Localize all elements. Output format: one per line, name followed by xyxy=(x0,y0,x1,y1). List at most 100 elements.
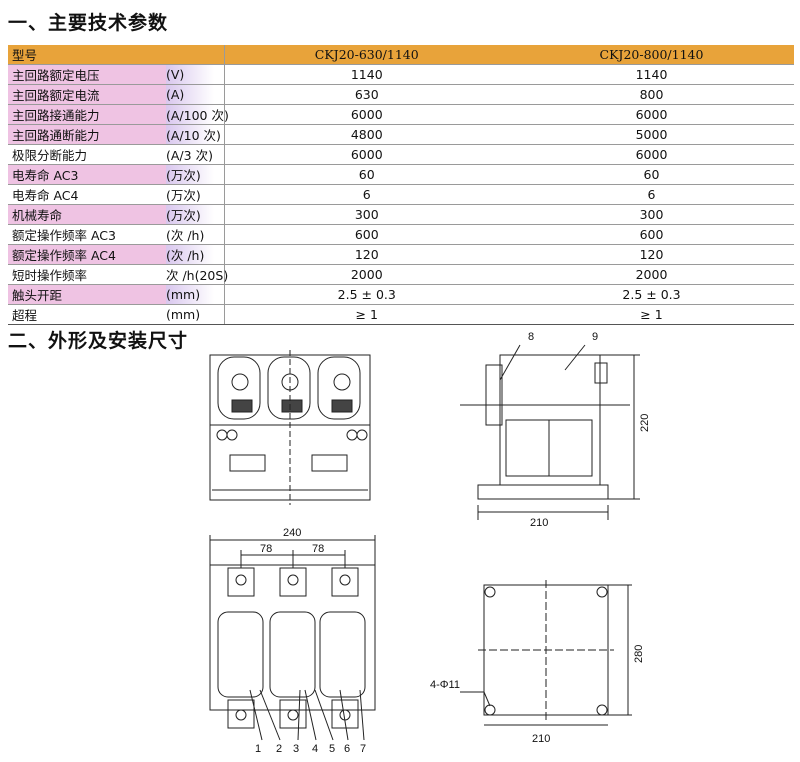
unit-cell: (万次) xyxy=(166,204,214,225)
part-label-5: 5 xyxy=(329,743,335,755)
value-col1-cell: 600 xyxy=(223,224,509,245)
base-view-drawing xyxy=(460,580,632,726)
unit-cell: (mm) xyxy=(166,304,214,325)
header-model: 型号 xyxy=(8,45,166,65)
unit-cell: (A) xyxy=(166,84,214,105)
part-label-4: 4 xyxy=(312,743,318,755)
dim-78-left: 78 xyxy=(260,543,272,555)
param-cell: 触头开距 xyxy=(8,284,166,305)
spacer-cell xyxy=(214,84,224,105)
table-header-row: 型号 CKJ20-630/1140 CKJ20-800/1140 xyxy=(8,45,794,65)
part-label-1: 1 xyxy=(255,743,261,755)
spacer-cell xyxy=(214,184,224,205)
value-col1-cell: 1140 xyxy=(223,64,509,85)
unit-cell: 次 /h(20S) xyxy=(166,264,228,285)
spacer-cell xyxy=(214,124,224,145)
value-col2-cell: 800 xyxy=(509,84,794,105)
unit-cell: (A/100 次) xyxy=(166,104,229,125)
value-col2-cell: ≥ 1 xyxy=(509,304,794,325)
spacer-cell xyxy=(214,224,224,245)
dim-280: 280 xyxy=(633,645,645,663)
header-unit xyxy=(166,45,214,65)
spacer-cell xyxy=(214,144,224,165)
dim-210-side: 210 xyxy=(530,517,548,529)
value-col1-cell: 6000 xyxy=(223,104,509,125)
dim-240: 240 xyxy=(283,527,301,539)
value-col1-cell: 630 xyxy=(223,84,509,105)
value-col2-cell: 2000 xyxy=(509,264,794,285)
value-col1-cell: 2000 xyxy=(223,264,509,285)
unit-cell: (万次) xyxy=(166,184,214,205)
value-col1-cell: 6 xyxy=(223,184,509,205)
value-col1-cell: 6000 xyxy=(223,144,509,165)
param-cell: 主回路接通能力 xyxy=(8,104,166,125)
value-col1-cell: 120 xyxy=(223,244,509,265)
value-col2-cell: 6000 xyxy=(509,144,794,165)
value-col2-cell: 6 xyxy=(509,184,794,205)
value-col2-cell: 300 xyxy=(509,204,794,225)
spacer-cell xyxy=(214,204,224,225)
value-col2-cell: 6000 xyxy=(509,104,794,125)
spacer-cell xyxy=(214,104,224,125)
value-col1-cell: 2.5 ± 0.3 xyxy=(223,284,509,305)
value-col2-cell: 60 xyxy=(509,164,794,185)
table-row: 超程(mm)≥ 1≥ 1 xyxy=(8,304,794,325)
unit-cell: (万次) xyxy=(166,164,214,185)
dim-220: 220 xyxy=(639,414,651,432)
unit-cell: (mm) xyxy=(166,284,214,305)
value-col1-cell: 60 xyxy=(223,164,509,185)
spacer-cell xyxy=(214,284,224,305)
param-cell: 主回路通断能力 xyxy=(8,124,166,145)
value-col2-cell: 120 xyxy=(509,244,794,265)
spacer-cell xyxy=(214,304,224,325)
hole-spec: 4-Φ11 xyxy=(430,679,460,691)
param-cell: 短时操作频率 xyxy=(8,264,166,285)
value-col2-cell: 5000 xyxy=(509,124,794,145)
spacer-cell xyxy=(214,264,224,285)
header-col1: CKJ20-630/1140 xyxy=(223,45,509,65)
param-cell: 额定操作频率 AC3 xyxy=(8,224,166,245)
value-col1-cell: 300 xyxy=(223,204,509,225)
param-cell: 主回路额定电压 xyxy=(8,64,166,85)
label-part-9: 9 xyxy=(592,331,598,343)
param-cell: 电寿命 AC4 xyxy=(8,184,166,205)
front-view-drawing xyxy=(209,350,371,505)
value-col2-cell: 1140 xyxy=(509,64,794,85)
part-label-3: 3 xyxy=(293,743,299,755)
value-col1-cell: 4800 xyxy=(223,124,509,145)
section-title-dimensions: 二、外形及安装尺寸 xyxy=(8,330,189,352)
unit-cell: (A/10 次) xyxy=(166,124,221,145)
param-cell: 主回路额定电流 xyxy=(8,84,166,105)
unit-cell: (次 /h) xyxy=(166,224,214,245)
label-part-8: 8 xyxy=(528,331,534,343)
part-label-6: 6 xyxy=(344,743,350,755)
param-cell: 额定操作频率 AC4 xyxy=(8,244,166,265)
dim-78-right: 78 xyxy=(312,543,324,555)
param-cell: 机械寿命 xyxy=(8,204,166,225)
spacer-cell xyxy=(214,64,224,85)
part-label-7: 7 xyxy=(360,743,366,755)
side-view-drawing xyxy=(460,344,640,520)
value-col2-cell: 600 xyxy=(509,224,794,245)
section-title-specs: 一、主要技术参数 xyxy=(8,12,169,34)
spacer-cell xyxy=(214,244,224,265)
top-view-drawing xyxy=(209,535,376,741)
spacer-cell xyxy=(214,164,224,185)
unit-cell: (次 /h) xyxy=(166,244,214,265)
part-label-2: 2 xyxy=(276,743,282,755)
dim-210-base: 210 xyxy=(532,733,550,745)
value-col1-cell: ≥ 1 xyxy=(223,304,509,325)
param-cell: 电寿命 AC3 xyxy=(8,164,166,185)
